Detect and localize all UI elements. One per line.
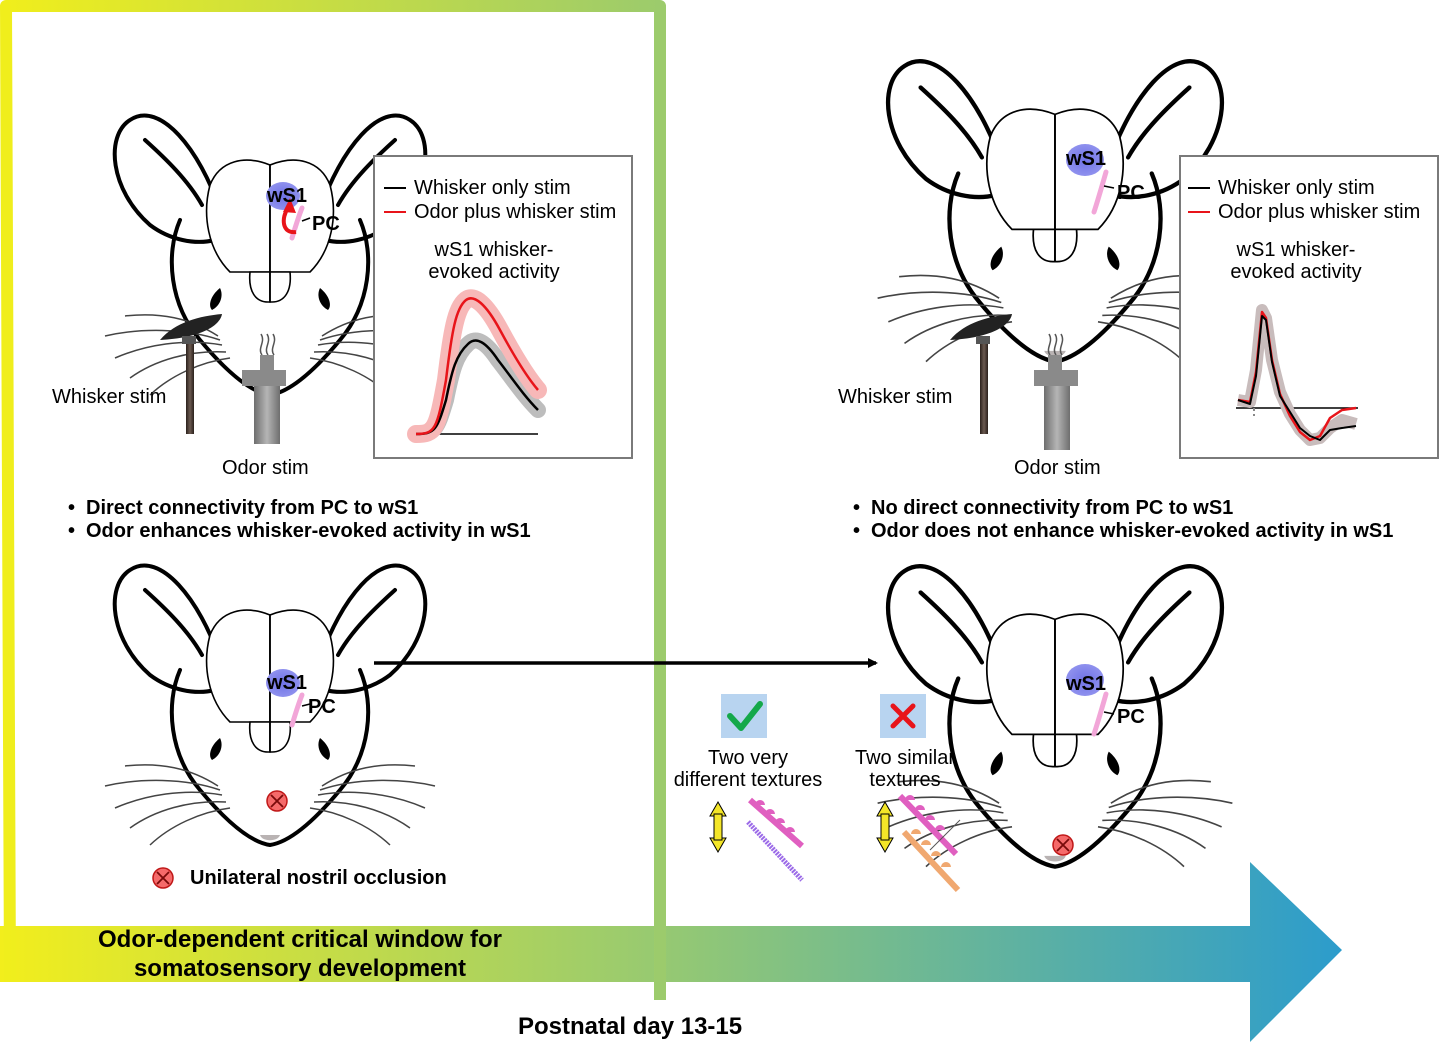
mouse-right-top bbox=[878, 61, 1233, 361]
texture-different-label: Two very different textures bbox=[660, 747, 836, 791]
chart-title-left: wS1 whisker- evoked activity bbox=[394, 239, 594, 283]
legend-swatch-black bbox=[1188, 187, 1210, 189]
pc-region bbox=[1091, 691, 1109, 737]
nostril-occlusion-icon bbox=[266, 790, 288, 812]
critical-window-line2: somatosensory development bbox=[133, 955, 467, 982]
inset-chart-left-frame bbox=[373, 155, 633, 459]
odor-stim-label: Odor stim bbox=[1014, 457, 1101, 479]
mouse-right-bottom bbox=[878, 566, 1233, 866]
occlusion-label: Unilateral nostril occlusion bbox=[190, 867, 447, 889]
whisker-stimulator-right bbox=[950, 314, 1012, 434]
chart-title-line1: wS1 whisker- bbox=[1236, 239, 1356, 261]
textures-similar bbox=[876, 793, 961, 893]
bullets-right: No direct connectivity from PC to wS1 Od… bbox=[853, 497, 1393, 543]
mouse-left-bottom bbox=[103, 563, 437, 847]
odor-stim-label: Odor stim bbox=[222, 457, 309, 479]
chart-title-right: wS1 whisker- evoked activity bbox=[1196, 239, 1396, 283]
legend-whisker-only: Whisker only stim bbox=[1218, 177, 1375, 199]
ws1-region bbox=[1066, 144, 1104, 176]
critical-window-label: Odor-dependent critical window for somat… bbox=[40, 925, 560, 983]
odor-stimulator-right bbox=[1034, 333, 1078, 450]
legend-swatch-black bbox=[384, 187, 406, 189]
vertical-double-arrow bbox=[876, 800, 894, 854]
cross-icon bbox=[880, 694, 926, 738]
whisker-stim-label: Whisker stim bbox=[838, 386, 953, 408]
legend-odor-plus: Odor plus whisker stim bbox=[414, 201, 617, 223]
critical-window-frame bbox=[0, 0, 666, 1000]
series-odor-plus-whisker bbox=[415, 297, 539, 436]
odor-stimulator-left bbox=[242, 333, 286, 444]
nostril-occlusion-icon bbox=[1052, 834, 1074, 856]
ws1-label: wS1 bbox=[1066, 673, 1107, 695]
critical-window-arrow bbox=[0, 862, 1342, 1042]
legend-swatch-red bbox=[384, 211, 406, 213]
bullet-item: Direct connectivity from PC to wS1 bbox=[68, 497, 531, 520]
series-whisker-only bbox=[1237, 315, 1357, 441]
texture-orange bbox=[901, 829, 961, 893]
pc-label: PC bbox=[308, 696, 336, 718]
ws1-label: wS1 bbox=[1066, 148, 1107, 170]
pc-region bbox=[1091, 169, 1109, 215]
check-icon bbox=[721, 694, 767, 738]
texture-similar-label: Two similar textures bbox=[838, 747, 972, 791]
chart-title-line2: evoked activity bbox=[1230, 261, 1362, 283]
texture-different-line2: different textures bbox=[673, 769, 823, 791]
chart-title-line2: evoked activity bbox=[428, 261, 560, 283]
pc-label: PC bbox=[1117, 182, 1145, 204]
ws1-label: wS1 bbox=[267, 185, 308, 207]
texture-similar-line2: textures bbox=[869, 769, 941, 791]
inset-chart-left bbox=[407, 289, 547, 443]
bullet-item: Odor enhances whisker-evoked activity in… bbox=[68, 520, 531, 543]
bullet-item: Odor does not enhance whisker-evoked act… bbox=[853, 520, 1393, 543]
pc-label: PC bbox=[312, 213, 340, 235]
inset-chart-right bbox=[1236, 304, 1358, 446]
postnatal-day-label: Postnatal day 13-15 bbox=[518, 1013, 743, 1040]
ws1-region bbox=[266, 669, 300, 697]
ws1-region bbox=[1066, 664, 1104, 696]
chart-title-line1: wS1 whisker- bbox=[434, 239, 554, 261]
mouse-left-top bbox=[103, 113, 437, 397]
pc-region bbox=[289, 692, 305, 728]
bullets-left: Direct connectivity from PC to wS1 Odor … bbox=[68, 497, 531, 543]
texture-different-line1: Two very bbox=[707, 747, 789, 769]
whisker-stimulator-left bbox=[160, 314, 222, 434]
texture-pink bbox=[897, 793, 959, 857]
series-whisker-only bbox=[415, 339, 539, 436]
ws1-label: wS1 bbox=[267, 672, 308, 694]
vertical-double-arrow bbox=[709, 800, 727, 854]
chart-legend-left: Whisker only stim Odor plus whisker stim bbox=[384, 176, 616, 224]
critical-window-line1: Odor-dependent critical window for bbox=[97, 926, 502, 953]
bullet-item: No direct connectivity from PC to wS1 bbox=[853, 497, 1393, 520]
pc-label: PC bbox=[1117, 706, 1145, 728]
chart-legend-right: Whisker only stim Odor plus whisker stim bbox=[1188, 176, 1420, 224]
texture-similar-line1: Two similar bbox=[854, 747, 955, 769]
textures-different bbox=[709, 797, 804, 882]
pc-region bbox=[289, 205, 305, 241]
texture-fine bbox=[746, 820, 804, 882]
legend-swatch-red bbox=[1188, 211, 1210, 213]
legend-odor-plus: Odor plus whisker stim bbox=[1218, 201, 1421, 223]
occlusion-legend-icon bbox=[152, 867, 174, 889]
whisker-stim-label: Whisker stim bbox=[52, 386, 167, 408]
legend-whisker-only: Whisker only stim bbox=[414, 177, 571, 199]
